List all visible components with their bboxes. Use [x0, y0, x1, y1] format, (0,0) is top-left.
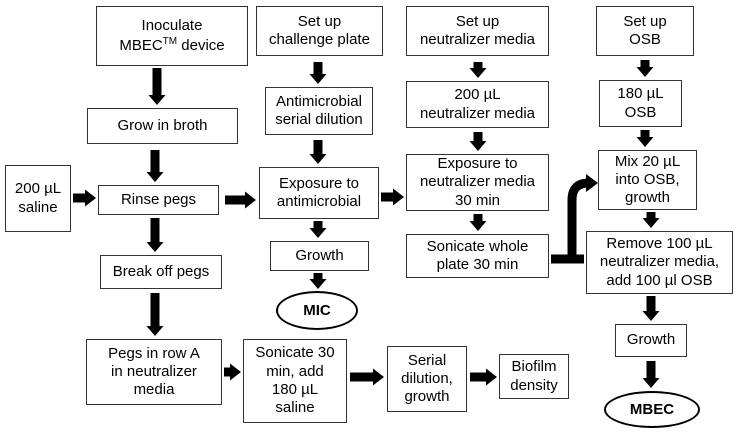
node-osb-180: 180 µL OSB [599, 80, 682, 127]
arrow-exposure-to-growth [309, 221, 327, 238]
node-saline: 200 µL saline [5, 165, 71, 232]
exposure-neutralizer-text: Exposure to neutralizer media 30 min [419, 155, 536, 209]
node-grow-in-broth: Grow in broth [87, 108, 238, 144]
node-neutralizer-200: 200 µL neutralizer media [406, 81, 549, 128]
growth-mbec-text: Growth [626, 331, 676, 349]
node-mic-result: MIC [276, 291, 358, 330]
pegs-row-a-text: Pegs in row A in neutralizer media [108, 344, 200, 399]
mic-text: MIC [303, 302, 331, 319]
node-growth-mic: Growth [270, 241, 369, 271]
break-pegs-text: Break off pegs [112, 262, 210, 280]
arrow-broth-to-rinse [146, 150, 164, 182]
rinse-pegs-text: Rinse pegs [120, 190, 197, 208]
neutralizer-setup-text: Set up neutralizer media [419, 12, 536, 48]
arrow-180-to-mix [636, 130, 654, 147]
osb-180-text: 180 µL OSB [617, 85, 664, 121]
exposure-antimicrobial-text: Exposure to antimicrobial [276, 174, 362, 210]
node-mbec-result: MBEC [604, 391, 700, 428]
arrow-neutralizer-setup-to-200 [469, 62, 487, 78]
arrow-inoculate-to-broth [148, 68, 166, 105]
node-remove-100: Remove 100 µL neutralizer media, add 100… [586, 231, 733, 294]
trademark-sup: TM [162, 35, 178, 47]
challenge-plate-text: Set up challenge plate [269, 12, 370, 48]
node-biofilm-density: Biofilm density [499, 354, 569, 399]
arrow-growth-to-mic [309, 273, 327, 289]
growth-mic-text: Growth [295, 246, 344, 264]
node-sonicate-whole: Sonicate whole plate 30 min [406, 234, 549, 278]
arrow-growth-to-mbec [642, 361, 660, 388]
node-pegs-row-a: Pegs in row A in neutralizer media [86, 339, 222, 405]
arrow-break-to-row-a [146, 293, 164, 336]
arrow-sonicate-to-serial [350, 368, 384, 386]
remove-100-text: Remove 100 µL neutralizer media, add 100… [599, 235, 720, 289]
node-serial-dilution-growth: Serial dilution, growth [387, 346, 467, 412]
arrow-sonicate-to-mix-connector [551, 178, 590, 264]
antimicrobial-dilution-text: Antimicrobial serial dilution [275, 92, 363, 128]
node-break-off-pegs: Break off pegs [100, 255, 222, 289]
arrow-saline-to-rinse [73, 189, 96, 207]
biofilm-density-text: Biofilm density [510, 358, 558, 394]
arrow-serial-to-biofilm [470, 368, 497, 386]
inoculate-text: Inoculate MBEC [119, 17, 203, 54]
node-mix-20: Mix 20 µL into OSB, growth [598, 150, 697, 210]
arrow-exposure-to-sonicate [469, 214, 487, 231]
serial-dilution-text: Serial dilution, growth [401, 351, 453, 406]
inoculate-tail-text: device [177, 36, 225, 54]
node-exposure-antimicrobial: Exposure to antimicrobial [259, 167, 379, 219]
arrow-sonicate-to-mix-head [586, 174, 598, 192]
node-inoculate-device: Inoculate MBECTM device [96, 6, 248, 66]
arrow-row-a-to-sonicate [224, 363, 241, 381]
arrow-rinse-to-exposure [225, 191, 256, 209]
arrow-challenge-to-dilution [309, 62, 327, 84]
node-rinse-pegs: Rinse pegs [98, 185, 219, 215]
arrow-rinse-to-break [146, 218, 164, 252]
arrow-mix-to-remove [642, 212, 660, 228]
node-osb-setup: Set up OSB [596, 6, 694, 56]
node-exposure-neutralizer: Exposure to neutralizer media 30 min [406, 154, 549, 211]
arrow-osb-setup-to-180 [636, 60, 654, 77]
neutralizer-200-text: 200 µL neutralizer media [419, 86, 536, 122]
node-antimicrobial-dilution: Antimicrobial serial dilution [265, 87, 373, 135]
arrow-remove-to-growth [642, 296, 660, 321]
sonicate-whole-text: Sonicate whole plate 30 min [426, 237, 529, 273]
osb-setup-text: Set up OSB [623, 12, 667, 48]
arrow-200-to-exposure [469, 132, 487, 151]
arrow-dilution-to-exposure [309, 140, 327, 164]
sonicate-30-text: Sonicate 30 min, add 180 µL saline [255, 344, 335, 417]
node-sonicate-30: Sonicate 30 min, add 180 µL saline [243, 339, 347, 423]
node-growth-mbec: Growth [615, 324, 687, 357]
node-neutralizer-setup: Set up neutralizer media [406, 6, 549, 56]
saline-text: 200 µL saline [14, 180, 62, 216]
grow-broth-text: Grow in broth [117, 116, 208, 134]
mix-20-text: Mix 20 µL into OSB, growth [614, 152, 681, 207]
node-challenge-plate: Set up challenge plate [256, 6, 383, 56]
arrow-exposure-to-neutralizer [381, 188, 404, 206]
mbec-text: MBEC [629, 401, 675, 418]
